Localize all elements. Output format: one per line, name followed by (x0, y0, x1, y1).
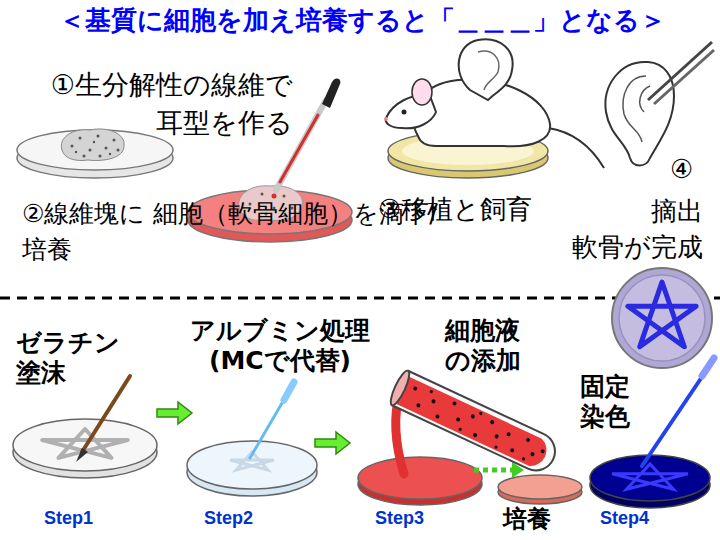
step-caption: 摘出 軟骨が完成 (533, 193, 703, 266)
stain (590, 455, 710, 501)
cell-suspension (396, 377, 551, 471)
step-label: Step4 (600, 508, 690, 530)
petri-dish (17, 129, 173, 178)
ear-outline (605, 62, 674, 166)
tweezers (654, 50, 714, 104)
dropper-bulb (322, 78, 340, 108)
stained-star (612, 464, 688, 489)
divider (0, 297, 720, 300)
callout-number: ④ (670, 153, 706, 187)
step-label: Step3 (375, 508, 465, 530)
implanted-ear (459, 39, 513, 100)
petri-dish (498, 475, 582, 504)
petri-dish (187, 382, 317, 496)
brush-handle (82, 376, 130, 452)
mouse (384, 39, 604, 178)
implanted-ear-fold (478, 51, 499, 90)
step-caption: ゼラチン 塗沫 (16, 328, 146, 388)
culture-medium (498, 475, 582, 499)
ear-fold (623, 76, 650, 142)
test-tube (387, 369, 561, 477)
step-arrow (315, 432, 350, 454)
tube-mouth (387, 369, 412, 408)
step-caption: 培養 (503, 504, 573, 535)
mouse-tail (548, 128, 604, 168)
dotted-arrow (474, 468, 512, 473)
step-arrow (157, 402, 192, 424)
fiber-ear (61, 129, 124, 161)
mouse-nose (384, 117, 388, 121)
step-caption: アルブミン処理 (MCで代替) (160, 316, 400, 376)
fiber-dots (71, 135, 120, 158)
step-label: Step2 (204, 508, 294, 530)
photo-dish-inner (619, 275, 705, 361)
mouse-ear (412, 79, 432, 105)
step-caption: ①生分解性の線維で 耳型を作る (8, 66, 293, 142)
pipette (702, 358, 714, 376)
step-caption: 固定 染色 (565, 372, 645, 432)
step-caption: ③移植と飼育 (378, 193, 578, 227)
photo-dish (612, 268, 712, 368)
step-caption: 細胞液 の添加 (425, 316, 540, 376)
result-photo (612, 268, 712, 368)
ear-cartilage (605, 42, 714, 166)
tube-glass (392, 371, 561, 477)
title: ＜基質に細胞を加え培養すると「＿＿＿」となる＞ (2, 4, 720, 38)
brush-tip (76, 448, 88, 462)
step-label: Step1 (44, 508, 134, 530)
cells (405, 382, 549, 468)
dish-rim (187, 441, 317, 489)
mouse-eye (402, 110, 407, 115)
drop (272, 194, 277, 199)
culture-medium (358, 457, 482, 499)
pipette (284, 382, 294, 400)
petri-dish (13, 376, 157, 478)
stained-star (628, 282, 696, 347)
tweezers (648, 42, 712, 100)
petri-dish (358, 457, 482, 505)
